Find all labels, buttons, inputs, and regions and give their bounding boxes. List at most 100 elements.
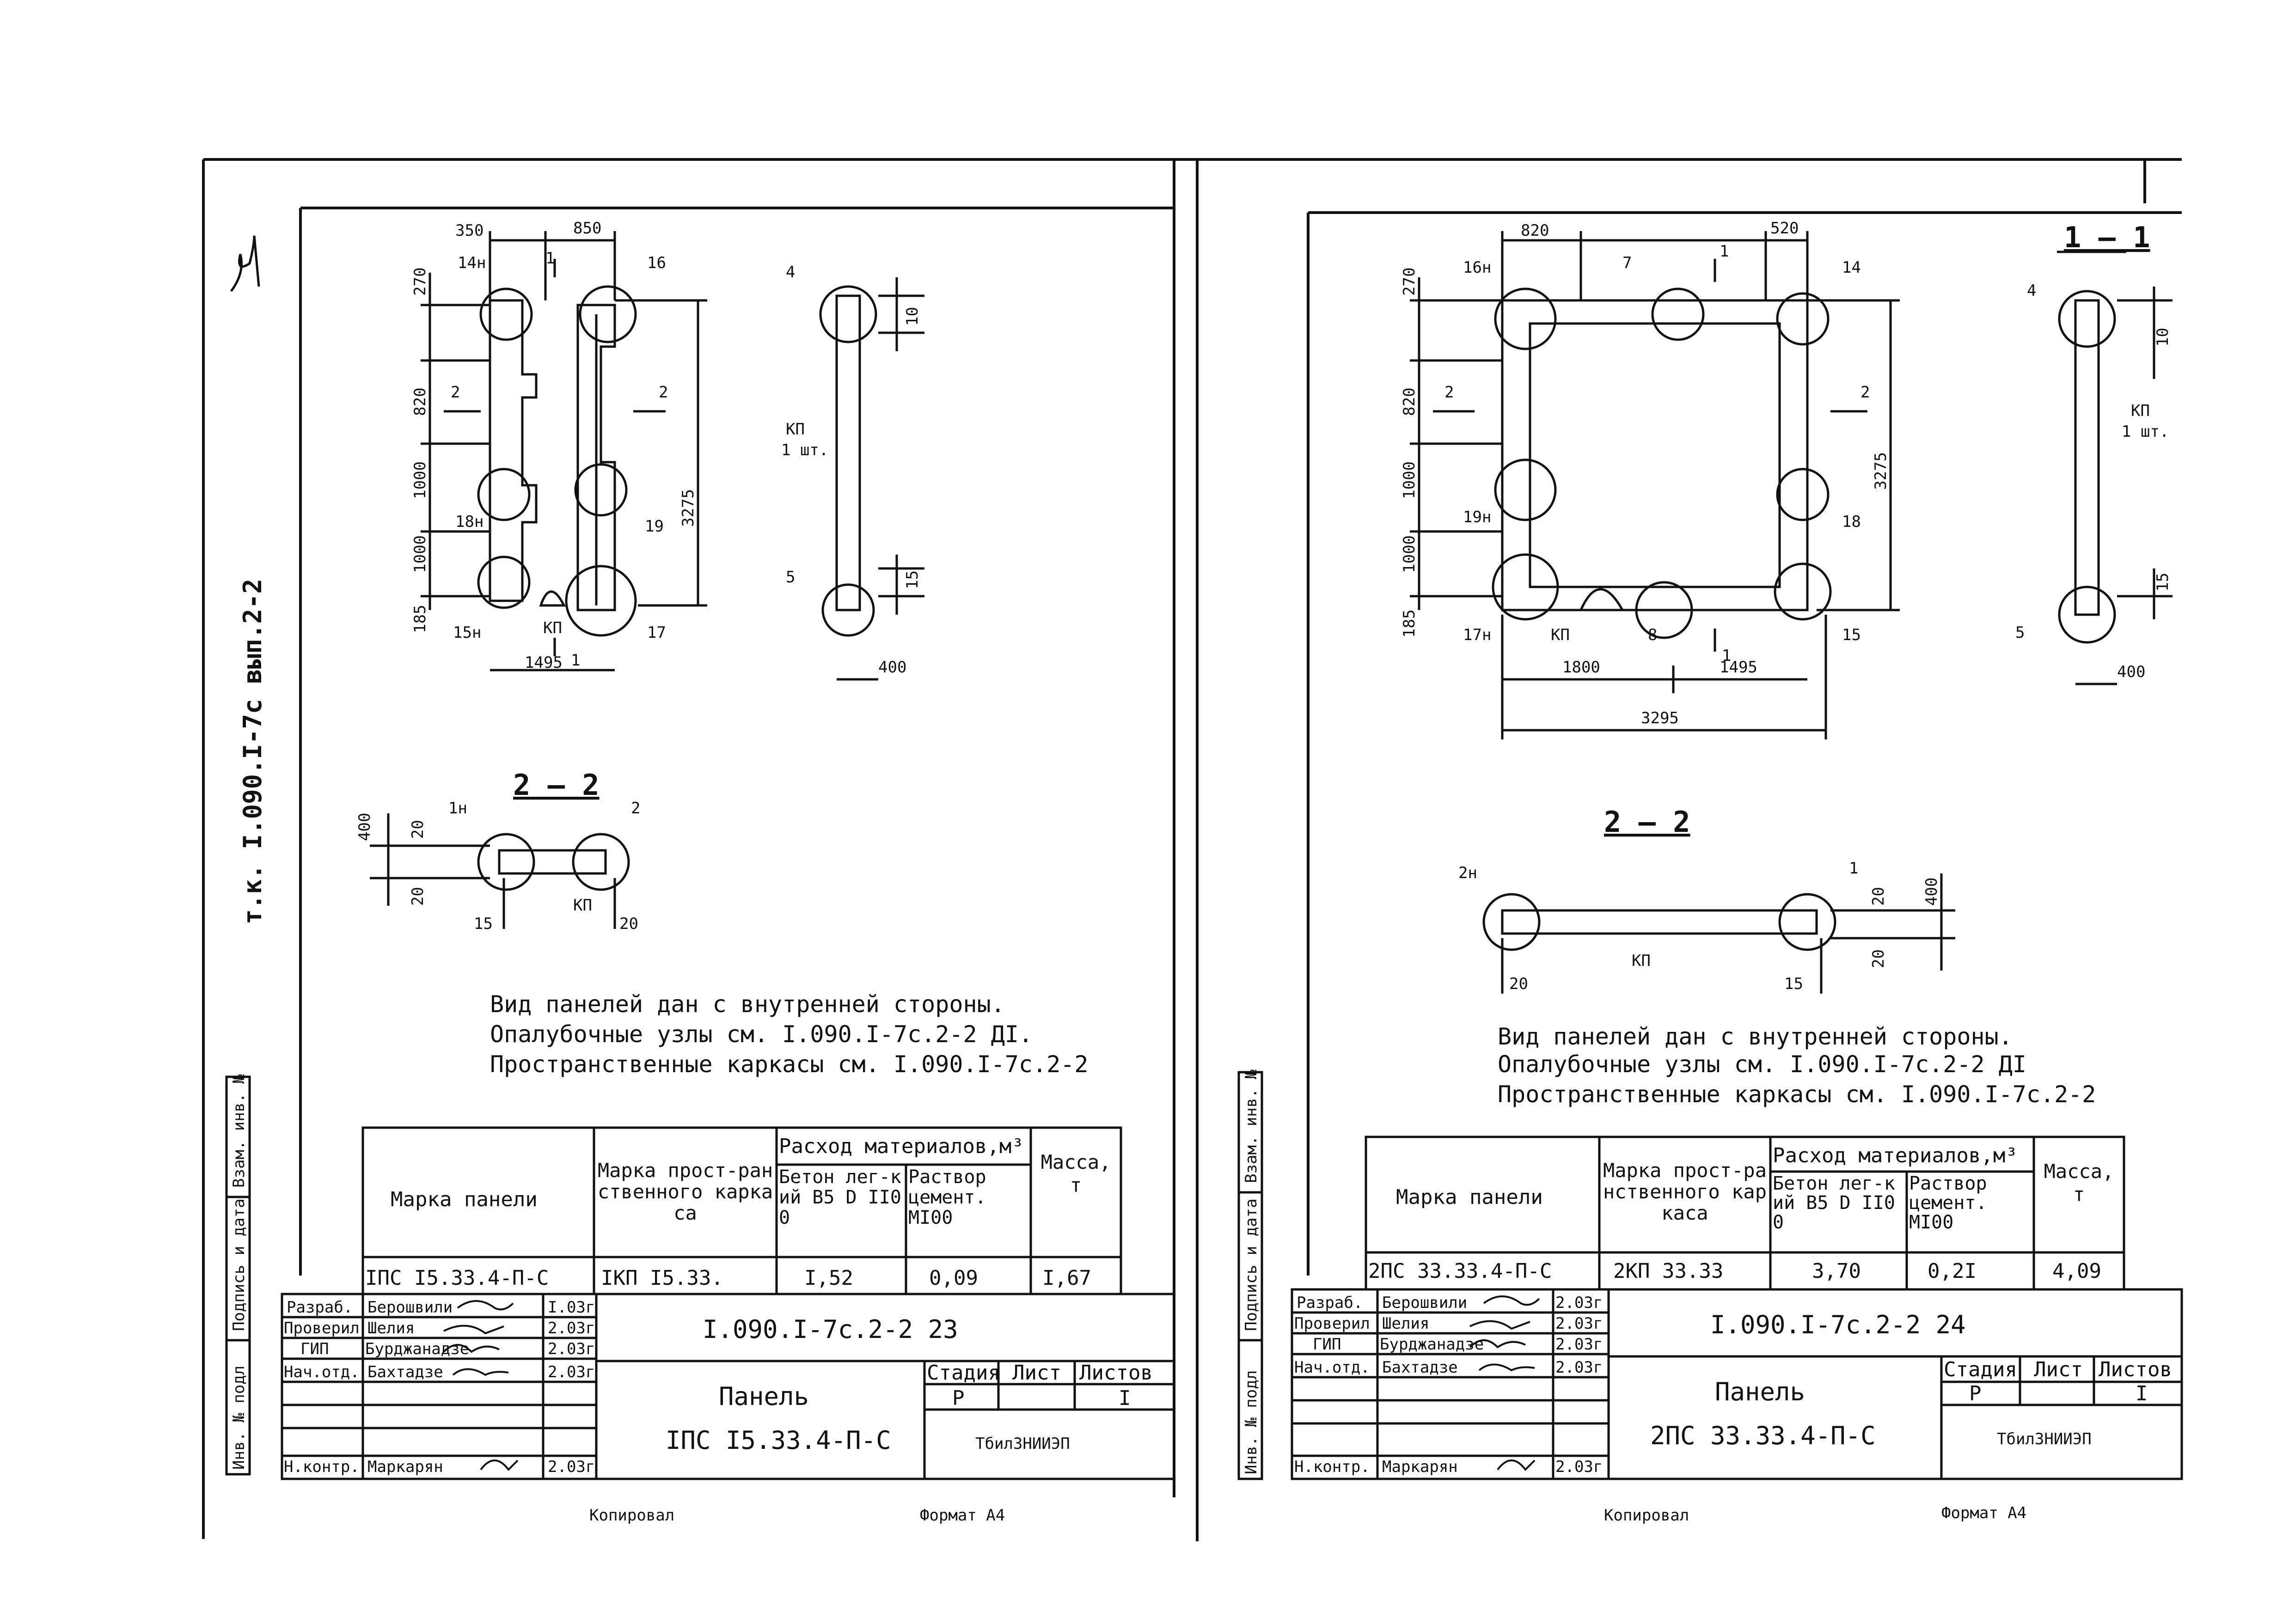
strip-label: Взам. инв. №	[230, 1074, 248, 1188]
stamp-date: 2.03г	[548, 1319, 595, 1337]
table-cell: 2ПС 33.33.4-П-С	[1368, 1259, 1552, 1283]
stamp-date: 2.03г	[548, 1340, 595, 1358]
table-header: Расход материалов,м³	[1773, 1144, 2018, 1167]
signature-strokes	[443, 1300, 519, 1471]
note-line: Опалубочные узлы см. I.090.I-7с.2-2 ДI.	[490, 1021, 1033, 1048]
subtitle: 2ПС 33.33.4-П-С	[1650, 1421, 1876, 1450]
strip-label: Инв. № подл	[1242, 1370, 1261, 1474]
table-cell: 0,09	[929, 1266, 978, 1290]
table-header: Бетон лег-кий В5 D II00	[779, 1167, 901, 1228]
stamp-role: Нач.отд.	[1294, 1358, 1370, 1377]
stamp-name: Маркарян	[367, 1458, 443, 1476]
table-header: Марка прост-ранственного каркаса	[1603, 1160, 1767, 1224]
section-mark: 2	[1444, 383, 1454, 402]
dim-label: 400	[1922, 878, 1941, 906]
node-label: 1	[1849, 859, 1858, 878]
table-header: Марка панели	[391, 1188, 538, 1211]
node-label: 15н	[453, 623, 481, 642]
table-cell: 0,2I	[1928, 1259, 1977, 1283]
subtitle: IПС I5.33.4-П-С	[666, 1426, 891, 1455]
dim-label: 20	[409, 887, 427, 906]
side-view-2	[2057, 250, 2173, 685]
vertical-code: т.к. I.090.I-7с вып.2-2	[238, 579, 267, 924]
dim-label: 820	[1521, 221, 1549, 240]
stage-value: Р	[1969, 1382, 1982, 1405]
dim-label: 400	[355, 813, 374, 841]
section-22-1	[370, 813, 630, 929]
table-cell: I,52	[804, 1266, 853, 1290]
stamp-date: I.03г	[548, 1298, 595, 1317]
stamp-date: 2.03г	[548, 1363, 595, 1381]
signature-strokes	[1469, 1295, 1540, 1471]
stamp-name: Маркарян	[1382, 1458, 1458, 1476]
dim-label: 1000	[411, 535, 429, 573]
node-label: КП	[573, 896, 592, 915]
signature-mark	[230, 235, 260, 292]
title: Панель	[719, 1382, 809, 1411]
strip-label: Подпись и дата	[230, 1198, 248, 1331]
stamp-date: 2.03г	[1555, 1314, 1603, 1333]
document-code: I.090.I-7с.2-2 23	[703, 1315, 958, 1344]
table-header: Бетон лег-кий В5 D II00	[1773, 1174, 1895, 1233]
dim-label: 400	[2117, 663, 2145, 681]
dim-label: 820	[1400, 388, 1419, 416]
node-label: 16н	[1463, 258, 1491, 277]
dim-label: 350	[455, 221, 483, 240]
node-label: 18н	[455, 513, 483, 531]
sheets-value: I	[1119, 1386, 1131, 1410]
dim-label: 1495	[525, 653, 563, 672]
table-header: Расход материалов,м³	[779, 1135, 1024, 1158]
node-label: 18	[1842, 513, 1861, 531]
dim-label: 15	[903, 570, 922, 589]
section-mark: 1	[1720, 242, 1729, 261]
strip-label: Инв. № подл	[230, 1366, 248, 1470]
stamp-header: Стадия	[1944, 1358, 2017, 1381]
title-block-1	[281, 1293, 1175, 1480]
table-cell: IПС I5.33.4-П-С	[365, 1266, 549, 1290]
node-label: 14	[1842, 258, 1861, 277]
title-block-2	[1291, 1288, 2183, 1480]
dim-label: 15	[474, 915, 493, 933]
section-title: 2 – 2	[513, 768, 600, 802]
node-label: 1 шт.	[2122, 422, 2169, 441]
node-label: 5	[2015, 623, 2025, 642]
dim-label: 1800	[1562, 658, 1600, 677]
node-label: КП	[1551, 626, 1570, 644]
node-label: 15	[1842, 626, 1861, 644]
dim-label: 270	[1400, 268, 1419, 296]
node-label: 7	[1622, 254, 1632, 272]
stamp-name: Бурджанадзе	[1380, 1335, 1484, 1354]
table-header: Масса, т	[2044, 1160, 2114, 1206]
dim-label: 15	[1784, 975, 1803, 993]
node-label: 2н	[1458, 864, 1477, 882]
table-header: Марка прост-ранственного каркаса	[597, 1160, 773, 1224]
node-label: 17н	[1463, 626, 1491, 644]
dim-label: 1495	[1720, 658, 1757, 677]
section-title: 1 – 1	[2064, 220, 2150, 254]
dim-label: 20	[409, 820, 427, 839]
stamp-date: 2.03г	[548, 1458, 595, 1476]
node-label: 1н	[448, 799, 467, 818]
dim-label: 10	[903, 307, 922, 326]
dim-label: 3275	[679, 489, 698, 527]
strip-label: Взам. инв. №	[1242, 1069, 1261, 1183]
note-line: Пространственные каркасы см. I.090.I-7с.…	[1498, 1081, 2096, 1108]
panel-plan-1-labels: 350 850 270 820 1000 1000 185 3275 1495 …	[411, 219, 698, 672]
document-code: I.090.I-7с.2-2 24	[1710, 1310, 1966, 1339]
table-header: Раствор цемент. МI00	[908, 1167, 986, 1228]
dim-label: 15	[2154, 573, 2172, 592]
stamp-role: Разраб.	[1297, 1294, 1363, 1312]
stamp-date: 2.03г	[1555, 1335, 1603, 1354]
organization: ТбилЗНИИЭП	[1997, 1430, 2092, 1448]
footer-format: Формат А4	[1941, 1504, 2026, 1522]
node-label: КП	[2131, 402, 2150, 420]
organization: ТбилЗНИИЭП	[975, 1435, 1070, 1453]
outer-frames	[202, 158, 2182, 1541]
stamp-role: Н.контр.	[1294, 1458, 1370, 1476]
stamp-name: Бурджанадзе	[365, 1340, 469, 1358]
note-line: Пространственные каркасы см. I.090.I-7с.…	[490, 1051, 1088, 1078]
stamp-name: Берошвили	[1382, 1294, 1467, 1312]
table-cell: IКП I5.33.	[601, 1266, 723, 1290]
stamp-header: Листов	[2099, 1358, 2172, 1381]
dim-label: 3295	[1641, 709, 1679, 727]
